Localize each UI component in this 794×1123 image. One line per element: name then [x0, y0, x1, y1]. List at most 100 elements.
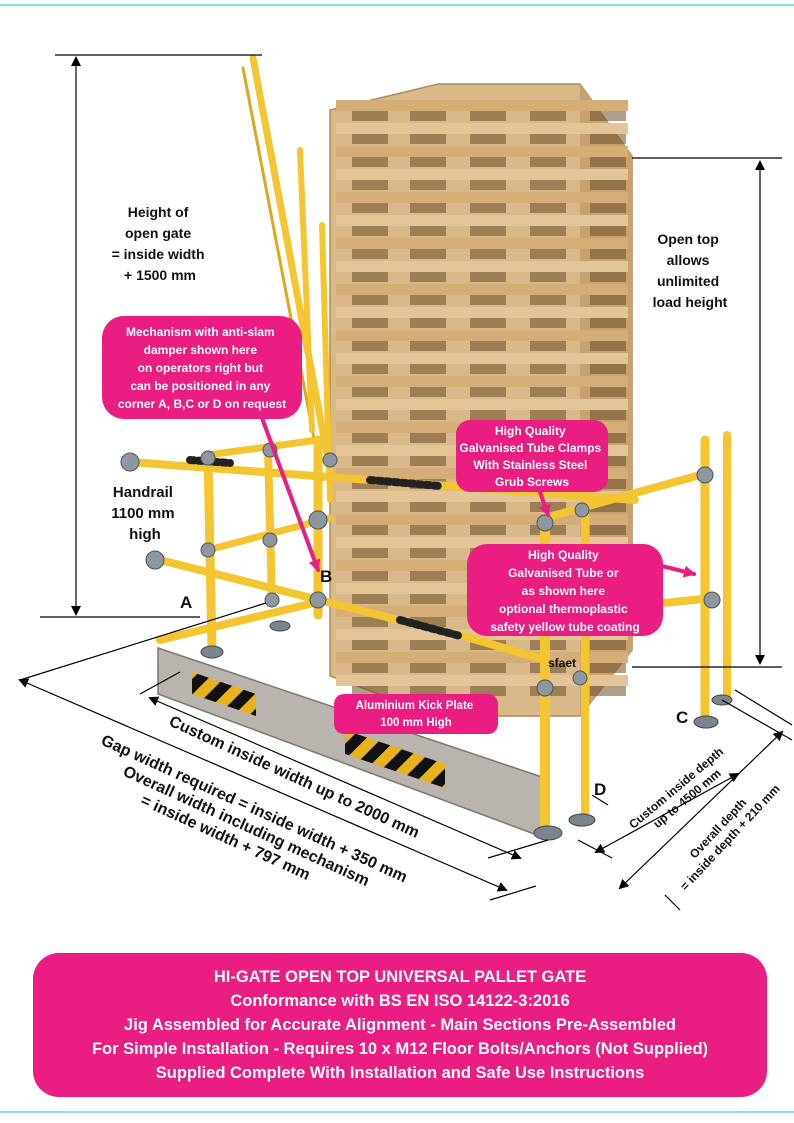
svg-text:Handrail 1100 mm h: Handrail 1100 mm high	[111, 484, 179, 543]
pallet-gap	[410, 571, 446, 581]
callout-mechanism: Mechanism with anti-slam damper shown he…	[102, 316, 302, 419]
footer-instructions: Supplied Complete With Installation and …	[155, 1064, 645, 1082]
pallet-board	[336, 376, 628, 387]
pallet-gap	[590, 134, 626, 144]
pallet-gap	[530, 341, 566, 351]
pallet-board	[336, 652, 628, 663]
pallet-board	[336, 146, 628, 157]
pallet-gap	[470, 410, 506, 420]
dimension-lines	[18, 54, 793, 911]
corner-label-b: B	[320, 567, 332, 586]
pallet-gap	[352, 157, 388, 167]
pallet-gap	[530, 180, 566, 190]
pallet-gap	[410, 226, 446, 236]
pallet-gap	[352, 571, 388, 581]
pallet-gap	[530, 295, 566, 305]
pallet-gap	[470, 157, 506, 167]
pallet-gap	[410, 249, 446, 259]
pallet-gap	[410, 640, 446, 650]
pallet-board	[336, 123, 628, 134]
pallet-gap	[590, 249, 626, 259]
pallet-gap	[590, 295, 626, 305]
pallet-gap	[352, 502, 388, 512]
label-handrail: Handrail 1100 mm high	[111, 484, 179, 543]
label-open-top: Open top allows unlimited load height	[653, 231, 728, 310]
pallet-gap	[410, 180, 446, 190]
pallet-gap	[470, 226, 506, 236]
pallet-board	[336, 215, 628, 226]
pallet-gap	[410, 318, 446, 328]
pallet-gap	[590, 341, 626, 351]
pallet-gap	[530, 134, 566, 144]
pallet-gap	[470, 111, 506, 121]
pallet-gap	[530, 203, 566, 213]
label-overall-width: Overall width including mechanism = insi…	[112, 763, 375, 909]
pallet-gap	[470, 272, 506, 282]
pallet-gap	[410, 433, 446, 443]
top-border-line	[0, 4, 794, 6]
pallet-gap	[352, 548, 388, 558]
pallet-gap	[352, 341, 388, 351]
pallet-gap	[352, 318, 388, 328]
pallet-gap	[352, 617, 388, 627]
pallet-gap	[470, 341, 506, 351]
pallet-gap	[352, 364, 388, 374]
pallet-board	[336, 169, 628, 180]
callout-kick-plate: Aluminium Kick Plate 100 mm High	[334, 694, 498, 734]
pallet-gap	[530, 272, 566, 282]
pallet-gap	[352, 594, 388, 604]
pallet-gap	[530, 111, 566, 121]
pallet-gap	[352, 387, 388, 397]
pallet-board	[336, 100, 628, 111]
corner-label-a: A	[180, 593, 192, 612]
pallet-gap	[530, 157, 566, 167]
footer-assembly: Jig Assembled for Accurate Alignment - M…	[124, 1016, 676, 1034]
pallet-gap	[410, 134, 446, 144]
label-height-open-gate: Height of open gate = inside width + 150…	[112, 204, 205, 283]
pallet-gap	[590, 272, 626, 282]
pallet-gap	[352, 456, 388, 466]
pallet-gap	[530, 364, 566, 374]
pallet-gap	[410, 157, 446, 167]
pallet-gap	[410, 111, 446, 121]
pallet-gap	[590, 180, 626, 190]
pallet-gap	[590, 525, 626, 535]
pallet-gap	[410, 341, 446, 351]
pallet-gap	[470, 364, 506, 374]
pallet-gap	[352, 663, 388, 673]
pallet-gap	[470, 203, 506, 213]
pallet-gap	[470, 295, 506, 305]
callout-tube: High Quality Galvanised Tube or as shown…	[467, 544, 663, 636]
pallet-board	[336, 353, 628, 364]
pallet-gap	[410, 594, 446, 604]
pallet-gap	[352, 226, 388, 236]
svg-text:Open top allows un: Open top allows unlimited load height	[653, 231, 728, 310]
pallet-board	[336, 192, 628, 203]
pallet-gap	[410, 456, 446, 466]
pallet-gap	[410, 502, 446, 512]
pallet-gap	[590, 111, 626, 121]
pallet-gap	[410, 525, 446, 535]
pallet-gap	[352, 433, 388, 443]
pallet-gap	[410, 548, 446, 558]
pallet-gap	[352, 410, 388, 420]
pallet-board	[336, 284, 628, 295]
pallet-gap	[470, 180, 506, 190]
pallet-board	[336, 537, 628, 548]
pallet-gap	[410, 663, 446, 673]
pallet-board	[336, 261, 628, 272]
svg-text:Aluminium Kick Plate 100: Aluminium Kick Plate 100 mm High	[356, 700, 477, 729]
pallet-gap	[352, 249, 388, 259]
pallet-gate-diagram: Mechanism with anti-slam damper shown he…	[18, 54, 793, 911]
footer-standard: Conformance with BS EN ISO 14122-3:2016	[230, 992, 570, 1010]
corner-label-c: C	[676, 708, 688, 727]
pallet-gap	[410, 203, 446, 213]
corner-label-d: D	[594, 780, 606, 799]
bottom-border-line	[0, 1111, 794, 1113]
pallet-gap	[590, 157, 626, 167]
pallet-gap	[590, 387, 626, 397]
pallet-gap	[590, 479, 626, 489]
pallet-gap	[410, 364, 446, 374]
tube-tag-text: sfaet	[548, 656, 576, 670]
pallet-gap	[530, 387, 566, 397]
